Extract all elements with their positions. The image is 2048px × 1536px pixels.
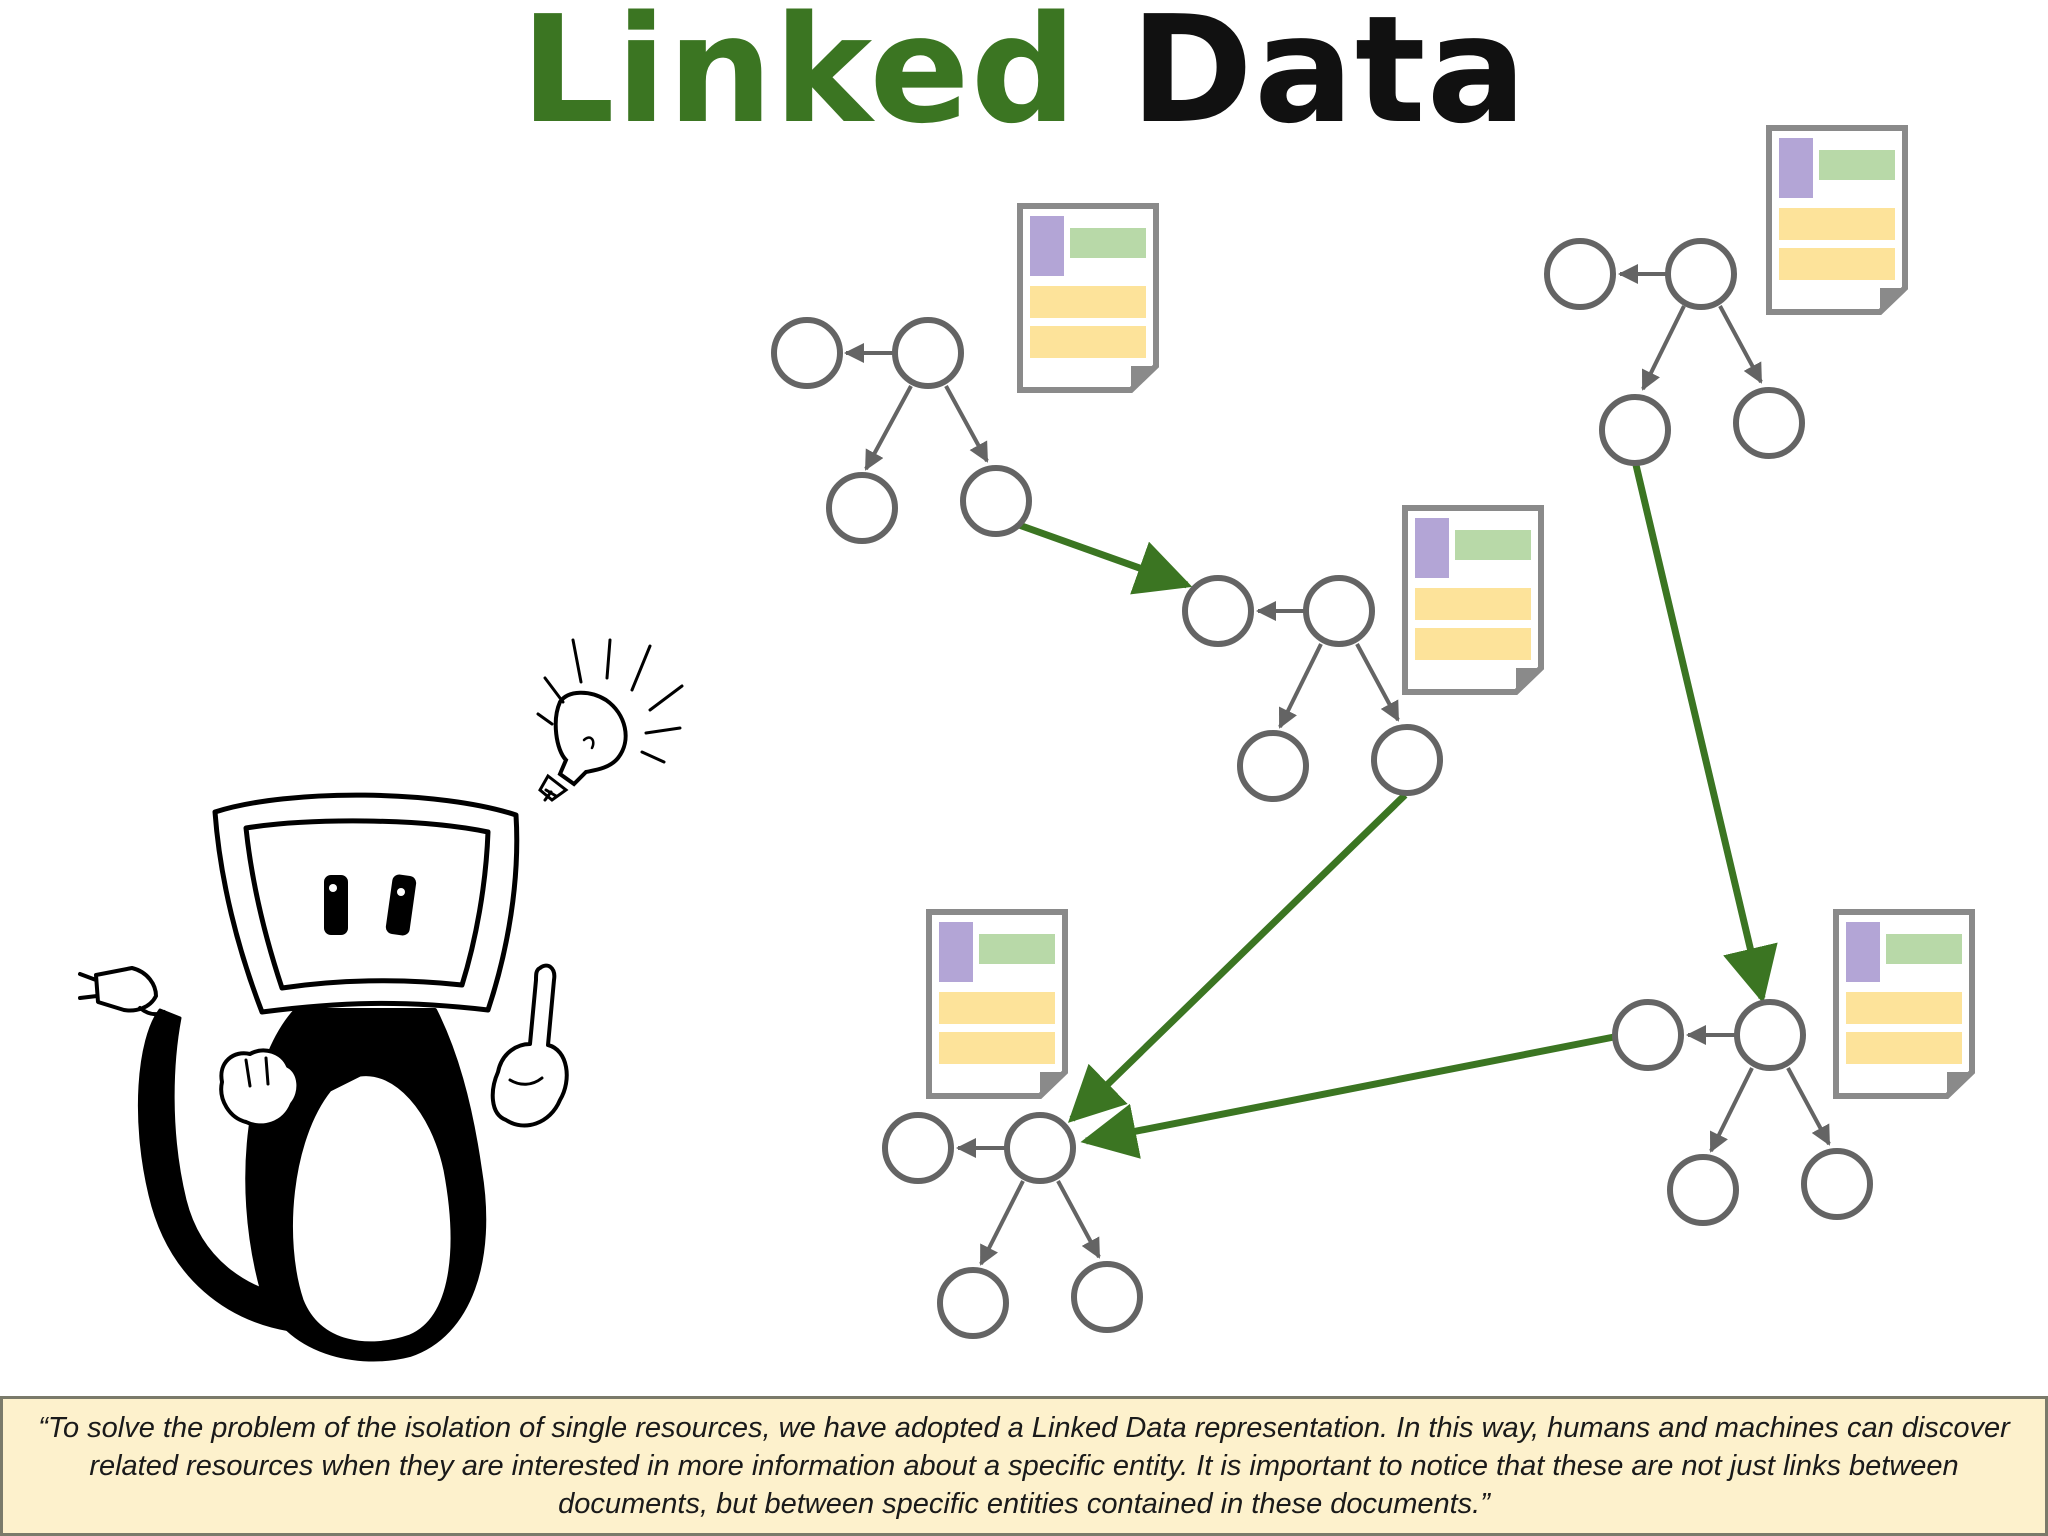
graph-node [892, 317, 964, 389]
inter-document-links [1017, 464, 1778, 1159]
graph-node [1544, 238, 1616, 310]
robot-right-eye [385, 874, 417, 936]
graph-node [1801, 1148, 1873, 1220]
link-top-left-to-middle [1017, 521, 1193, 595]
document-icon [929, 912, 1065, 1096]
cluster-middle [1182, 508, 1541, 802]
graph-node [1182, 575, 1254, 647]
robot-left-fist [219, 1048, 301, 1128]
link-bottom-right-to-bottom-left [1080, 1033, 1615, 1159]
title-data: Data [1130, 0, 1528, 156]
robot-screen [243, 818, 491, 991]
graph-node [1612, 999, 1684, 1071]
robot-right-hand [490, 963, 569, 1128]
cluster-top-right [1544, 128, 1905, 466]
title-linked: Linked [520, 0, 1078, 156]
robot-mascot [78, 792, 569, 1362]
caption-box: “To solve the problem of the isolation o… [0, 1396, 2048, 1536]
graph-node [1004, 1112, 1076, 1184]
lightbulb-icon [536, 638, 684, 802]
document-icon [1769, 128, 1905, 312]
document-icon [1405, 508, 1541, 692]
graph-node [1237, 730, 1309, 802]
graph-node [1733, 387, 1805, 459]
robot-left-eye [324, 875, 348, 935]
graph-node [826, 472, 898, 544]
link-middle-to-bottom-left [1067, 792, 1408, 1123]
cluster-bottom-left [882, 912, 1143, 1339]
document-icon [1020, 206, 1156, 390]
graph-node [1599, 394, 1671, 466]
graph-node [1303, 575, 1375, 647]
graph-node [1665, 238, 1737, 310]
graph-node [937, 1267, 1009, 1339]
caption-text: “To solve the problem of the isolation o… [38, 1412, 2010, 1520]
cluster-top-left [771, 206, 1156, 544]
cluster-bottom-right [1612, 912, 1972, 1226]
graph-node [1667, 1154, 1739, 1226]
document-icon [1836, 912, 1972, 1096]
graph-node [1371, 724, 1443, 796]
robot-belly [290, 1073, 454, 1345]
graph-node [771, 317, 843, 389]
link-top-right-to-bottom-right [1632, 464, 1778, 1004]
graph-node [1734, 999, 1806, 1071]
page-title: Linked Data [0, 0, 2048, 144]
graph-node [1071, 1261, 1143, 1333]
power-plug-icon [78, 966, 166, 1017]
graph-node [960, 465, 1032, 537]
graph-node [882, 1112, 954, 1184]
